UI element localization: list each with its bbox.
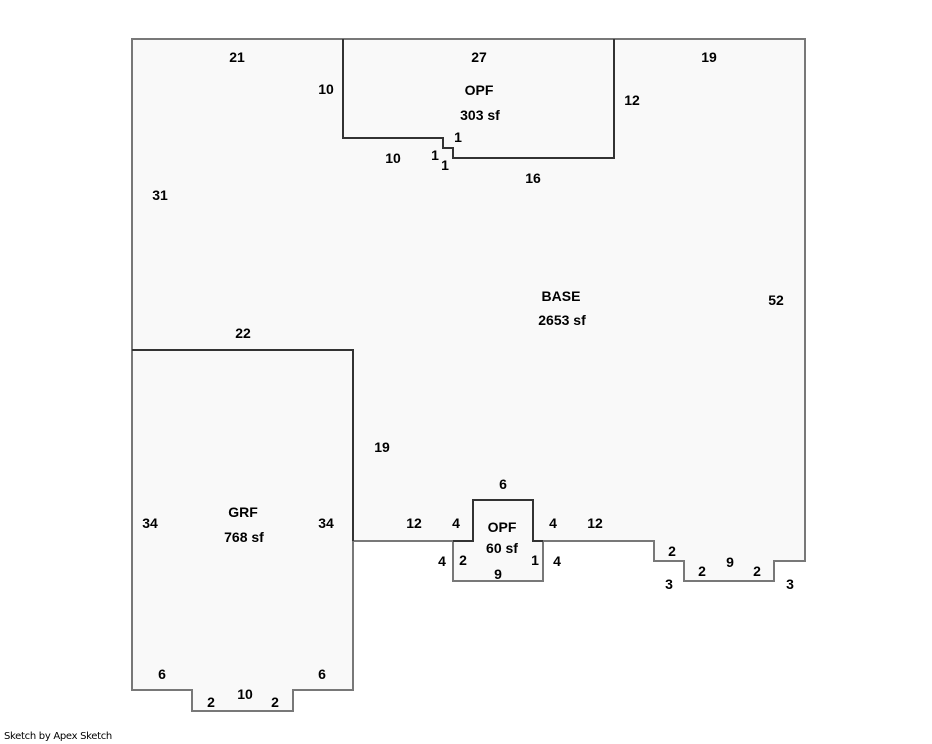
dim-label: 12 (406, 515, 422, 531)
dim-label: 6 (158, 666, 166, 682)
dim-label: 12 (587, 515, 603, 531)
base-outline (131, 38, 806, 712)
area-size-grf: 768 sf (224, 529, 264, 545)
dim-label: 2 (271, 694, 279, 710)
dim-label: 12 (624, 92, 640, 108)
dim-label: 1 (431, 147, 439, 163)
dim-label: 2 (753, 563, 761, 579)
dim-label: 2 (668, 543, 676, 559)
dim-label: 19 (701, 49, 717, 65)
dim-label: 6 (499, 476, 507, 492)
opf-top-outline (342, 39, 615, 159)
area-size-base: 2653 sf (538, 312, 586, 328)
dim-label: 27 (471, 49, 487, 65)
dim-label: 2 (459, 552, 467, 568)
dim-label: 22 (235, 325, 251, 341)
dim-label: 1 (441, 157, 449, 173)
opf-bottom-outline (453, 499, 543, 542)
area-name-base: BASE (542, 288, 581, 304)
dim-label: 21 (229, 49, 245, 65)
dim-label: 10 (318, 81, 334, 97)
area-size-opf-bottom: 60 sf (486, 540, 518, 556)
dim-label: 16 (525, 170, 541, 186)
area-name-opf-top: OPF (465, 82, 494, 98)
dim-label: 52 (768, 292, 784, 308)
dim-label: 10 (237, 686, 253, 702)
grf-outline (132, 349, 354, 541)
dim-label: 1 (531, 552, 539, 568)
area-name-opf-bottom: OPF (488, 519, 517, 535)
dim-label: 4 (438, 553, 446, 569)
area-size-opf-top: 303 sf (460, 107, 500, 123)
dim-label: 4 (549, 515, 557, 531)
dim-label: 9 (494, 566, 502, 582)
dim-label: 10 (385, 150, 401, 166)
dim-label: 2 (207, 694, 215, 710)
dim-label: 31 (152, 187, 168, 203)
dim-label: 1 (454, 129, 462, 145)
dim-label: 6 (318, 666, 326, 682)
dim-label: 4 (553, 553, 561, 569)
dim-label: 2 (698, 563, 706, 579)
dim-label: 3 (786, 576, 794, 592)
dim-label: 34 (142, 515, 158, 531)
dim-label: 9 (726, 554, 734, 570)
dim-label: 34 (318, 515, 334, 531)
dim-label: 4 (452, 515, 460, 531)
area-name-grf: GRF (228, 504, 258, 520)
sketch-credit: Sketch by Apex Sketch (4, 731, 112, 742)
dim-label: 3 (665, 576, 673, 592)
dim-label: 19 (374, 439, 390, 455)
